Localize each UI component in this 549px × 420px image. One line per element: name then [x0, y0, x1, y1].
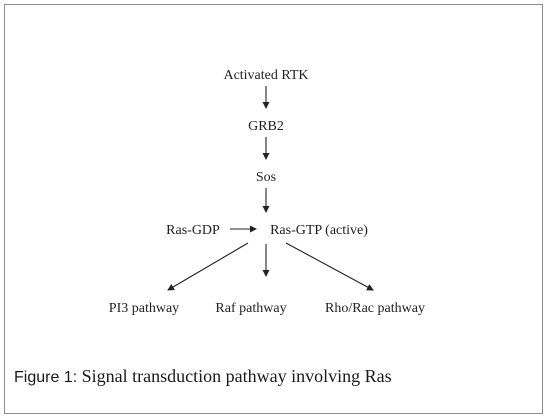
node-sos: Sos: [256, 170, 276, 185]
figure-caption: Figure 1: Signal transduction pathway in…: [14, 366, 392, 387]
figure-frame: [4, 4, 543, 414]
arrow-ras-gtp-to-pi3: [167, 242, 249, 291]
node-raf-pathway: Raf pathway: [215, 301, 286, 316]
node-grb2: GRB2: [248, 119, 284, 134]
node-rho-rac-pathway: Rho/Rac pathway: [325, 301, 425, 316]
node-pi3-pathway: PI3 pathway: [109, 301, 179, 316]
arrow-ras-gtp-to-rho-rac: [285, 242, 374, 291]
node-ras-gtp: Ras-GTP (active): [270, 223, 368, 238]
node-ras-gdp: Ras-GDP: [166, 223, 220, 238]
caption-label: Figure 1:: [14, 369, 78, 386]
node-activated-rtk: Activated RTK: [223, 68, 308, 83]
caption-text: Signal transduction pathway involving Ra…: [81, 366, 392, 386]
